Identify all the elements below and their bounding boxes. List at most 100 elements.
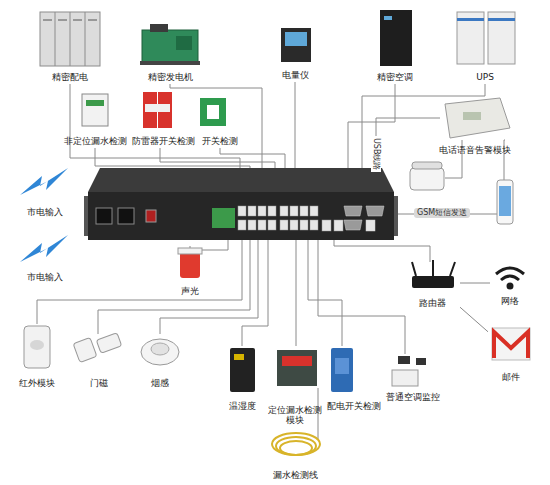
- leak-cable-coil: [272, 433, 320, 455]
- wifi-arc: [501, 276, 519, 280]
- ups-cabinet: [457, 12, 484, 64]
- alarm-light: [178, 248, 202, 278]
- device-label: 非定位漏水检测: [62, 136, 128, 146]
- rack-ear: [84, 196, 88, 236]
- module-panel: [282, 356, 312, 366]
- device-label: 路由器: [405, 298, 460, 308]
- switch-sensor: [200, 98, 226, 126]
- cabinet-body: [40, 12, 100, 66]
- device-label: 声光: [170, 286, 210, 296]
- terminal-block: [212, 208, 235, 228]
- alarm-cap: [178, 248, 202, 254]
- device-front: [88, 192, 394, 240]
- device-node: UPS: [455, 8, 515, 82]
- device-node: 防雷器开关检测: [130, 88, 196, 146]
- rj45-port: [268, 206, 276, 216]
- rack-device: [84, 168, 398, 240]
- mobile-body: [497, 180, 513, 224]
- usb-label: USB线路: [371, 136, 381, 172]
- voice-alarm-module: [445, 98, 510, 138]
- rj45-port: [268, 220, 276, 230]
- door-sensor: [73, 333, 122, 363]
- device-label: 电量仪: [270, 70, 320, 80]
- cabinet-detail: [43, 20, 97, 21]
- distribution-switch-sensor: [331, 348, 353, 392]
- device-label: 电话语音告警模块: [435, 145, 515, 155]
- device-label: 温湿度: [220, 401, 264, 411]
- device-node: 邮件: [488, 322, 534, 382]
- module-body: [445, 98, 510, 138]
- gsm-label: GSM短信发送: [414, 208, 470, 218]
- ups-cabinet: [488, 12, 515, 64]
- ac-monitor: [392, 356, 426, 386]
- router: [412, 260, 455, 288]
- door-part: [73, 338, 97, 363]
- mobile-screen: [499, 186, 511, 216]
- power-socket: [118, 208, 134, 224]
- device-node: 定位漏水检测模块: [266, 343, 324, 425]
- rj45-port: [310, 220, 318, 230]
- device-node: 市电输入: [15, 165, 75, 217]
- device-label: 漏水检测线: [265, 470, 325, 480]
- rj45-ports: [238, 206, 343, 231]
- device-node: 电量仪: [270, 25, 320, 80]
- rj45-port: [322, 220, 331, 231]
- coil-loop: [280, 441, 312, 455]
- device-top: [88, 168, 394, 192]
- serial-port: [344, 220, 362, 230]
- router-body: [412, 276, 454, 288]
- module-body: [82, 94, 108, 126]
- leader-line: [37, 236, 242, 324]
- device-node: 精密空调: [365, 8, 425, 82]
- rack-ear: [394, 196, 398, 236]
- power-socket: [96, 208, 112, 224]
- wifi-symbol: [496, 268, 524, 288]
- device-label: 精密发电机: [130, 72, 210, 82]
- device-node: 电话语音告警模块: [435, 95, 515, 155]
- device-label: 防雷器开关检测: [130, 136, 196, 146]
- rj45-port: [238, 220, 246, 230]
- device-label: 邮件: [488, 372, 534, 382]
- device-node: 网络: [490, 260, 530, 306]
- coil-loop: [272, 433, 320, 455]
- rj45-port: [300, 206, 308, 216]
- device-node: 市电输入: [15, 234, 75, 282]
- coil-loop: [276, 437, 316, 455]
- sensor-logo: [234, 354, 244, 360]
- device-node: 温湿度: [220, 343, 264, 411]
- ir-emitter: [398, 356, 410, 364]
- rj45-port: [290, 220, 298, 230]
- device-node: 漏水检测线: [265, 424, 325, 480]
- device-label: 普通空调监控: [385, 392, 441, 402]
- sensor-panel: [335, 358, 349, 374]
- device-node: 普通空调监控: [385, 352, 441, 402]
- device-node: 精密发电机: [130, 20, 210, 82]
- meter-body: [281, 28, 311, 62]
- lightning-symbol: [20, 168, 68, 195]
- ups-stripe: [488, 18, 515, 21]
- device-label: 精密空调: [365, 72, 425, 82]
- module-body: [277, 350, 317, 386]
- device-label: 网络: [490, 296, 530, 306]
- rj45-port: [334, 220, 343, 231]
- rj45-port: [280, 220, 288, 230]
- ups-stripe: [457, 18, 484, 21]
- rj45-port: [290, 206, 298, 216]
- device-label: 开关检测: [198, 136, 242, 146]
- leak-module: [82, 94, 108, 126]
- network-connector: [460, 283, 490, 284]
- router-antenna: [412, 260, 455, 276]
- power-switch: [146, 210, 156, 222]
- precision-ac: [380, 10, 412, 66]
- rj45-port: [366, 220, 375, 231]
- device-node: 开关检测: [198, 94, 242, 146]
- monitor-body: [392, 370, 418, 386]
- leader-line: [308, 236, 342, 346]
- device-label: 门磁: [72, 378, 126, 388]
- sensor-lens: [30, 340, 44, 350]
- wifi-dot: [508, 284, 512, 288]
- sensor-body: [230, 348, 255, 392]
- breaker-label: [145, 104, 170, 112]
- sensor-body: [24, 326, 50, 368]
